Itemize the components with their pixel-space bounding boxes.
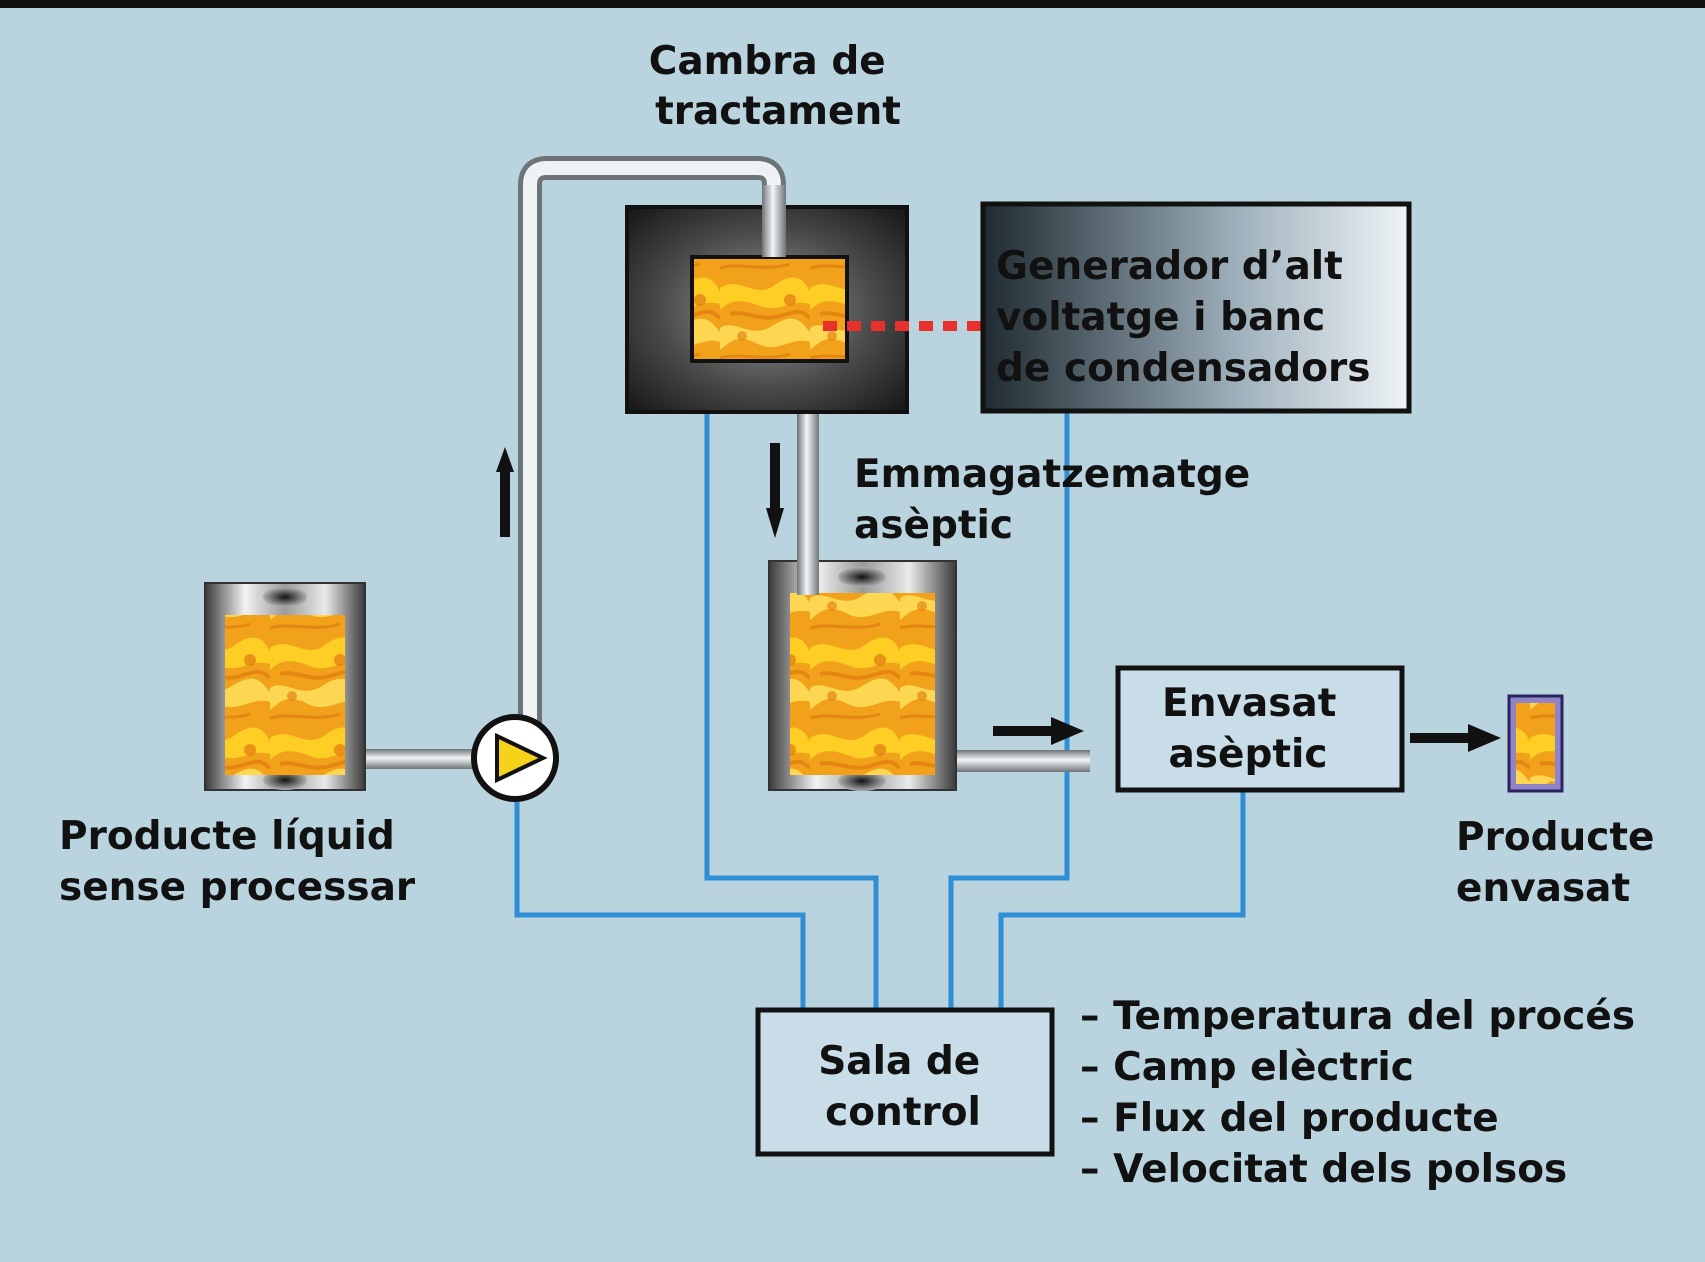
packaged-product-icon xyxy=(1507,694,1564,793)
wire-packaging-to-control xyxy=(998,792,1246,1008)
storage-product-fill xyxy=(790,593,935,775)
param-pulse-rate: – Velocitat dels polsos xyxy=(1080,1147,1567,1192)
pump-triangle-icon xyxy=(495,732,548,784)
raw-product-fill xyxy=(225,615,345,775)
aseptic-storage-label: Emmagatzematge asèptic xyxy=(854,452,1264,548)
aseptic-packaging-label: Envasat asèptic xyxy=(1162,681,1350,777)
pipe-into-chamber xyxy=(762,185,786,257)
param-electric-field: – Camp elèctric xyxy=(1080,1045,1414,1090)
pipe-storage-out xyxy=(935,750,1090,772)
packaged-product-label: Producte envasat xyxy=(1456,815,1668,911)
wire-chamber-to-control xyxy=(704,412,879,1008)
pipe-loop xyxy=(523,161,781,755)
raw-product-label: Producte líquid sense processar xyxy=(59,814,416,910)
pipe-feed xyxy=(345,749,475,769)
pump xyxy=(471,714,559,802)
arrow-right-icon xyxy=(993,717,1084,745)
control-wiring xyxy=(514,412,1246,1008)
treatment-chamber xyxy=(625,185,909,414)
arrow-up-icon xyxy=(496,447,514,537)
control-parameters-list: – Temperatura del procés – Camp elèctric… xyxy=(1080,994,1649,1192)
generator-label: Generador d’alt voltatge i banc de conde… xyxy=(996,244,1370,391)
arrow-down-icon xyxy=(766,443,784,538)
wire-generator-to-control xyxy=(948,412,1070,1008)
arrow-right-icon xyxy=(1410,724,1501,752)
product-piping xyxy=(345,156,1090,772)
wire-pump-to-control xyxy=(514,802,806,1008)
pipe-down-to-storage xyxy=(797,355,819,595)
chamber-product xyxy=(690,255,849,363)
flow-arrows xyxy=(496,443,1501,752)
aseptic-packaging-box xyxy=(1115,665,1405,793)
param-process-temperature: – Temperatura del procés xyxy=(1080,994,1635,1039)
control-room-label: Sala de control xyxy=(818,1039,994,1135)
raw-product-tank xyxy=(204,582,366,791)
pipe-into-storage xyxy=(797,555,819,595)
high-voltage-generator xyxy=(980,201,1412,414)
top-border xyxy=(0,0,1705,8)
param-product-flow: – Flux del producte xyxy=(1080,1096,1499,1141)
control-room-box xyxy=(755,1007,1055,1157)
treatment-chamber-label: Cambra de tractament xyxy=(649,39,901,134)
aseptic-storage-tank xyxy=(768,555,957,791)
